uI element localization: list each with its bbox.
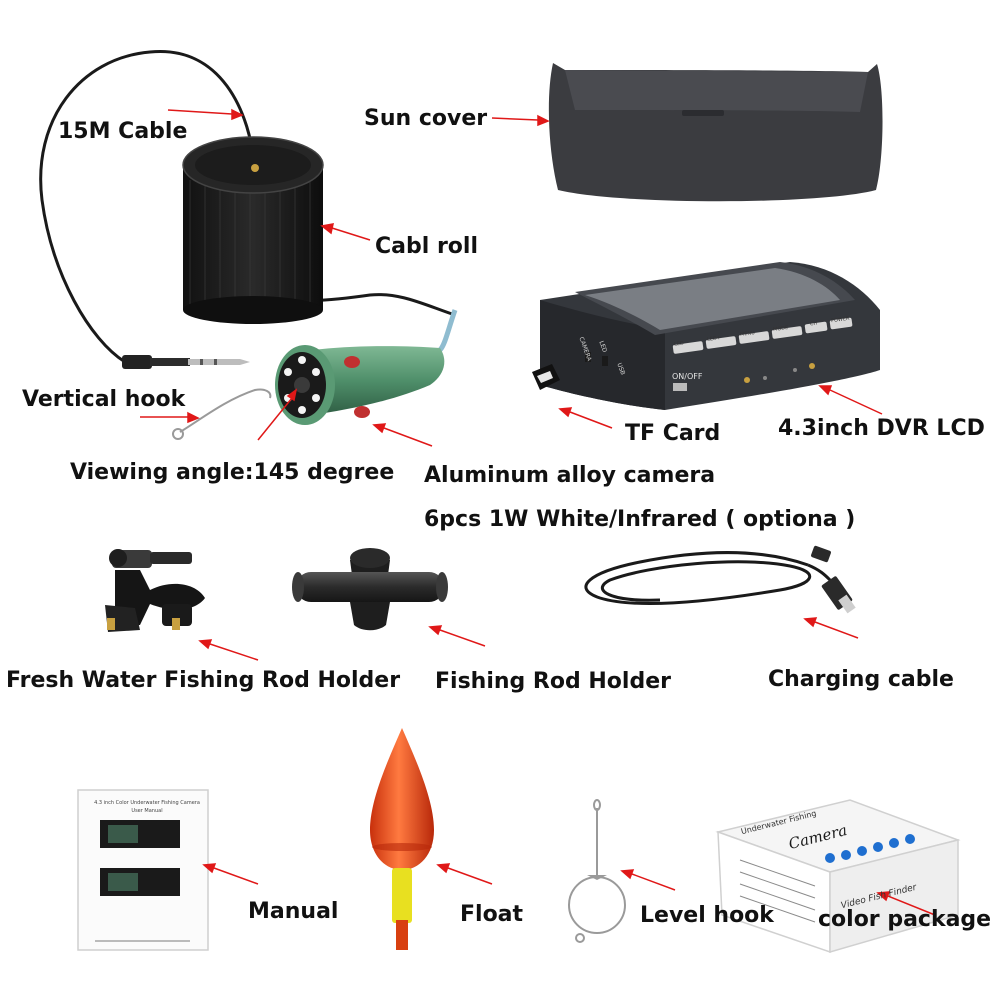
arrow-level-hook (620, 869, 676, 891)
manual-title: 4.3 inch Color Underwater Fishing Camera (94, 800, 200, 806)
arrow-manual (202, 863, 259, 885)
label-color-package: color package (818, 907, 992, 932)
arrow-dvr-lcd (818, 385, 883, 415)
monitor-icon (540, 262, 880, 410)
arrow-viewing-angle (257, 388, 298, 441)
manual-icon (77, 789, 209, 951)
label-sun-cover: Sun cover (364, 106, 488, 131)
label-vertical-hook: Vertical hook (22, 387, 186, 412)
label-level-hook: Level hook (640, 903, 774, 928)
label-cable-roll: Cabl roll (375, 234, 478, 259)
arrow-color-package (876, 891, 936, 916)
monitor-button-ch: CH (809, 320, 818, 328)
label-manual: Manual (248, 899, 339, 924)
rod-holder-clamp-icon (105, 549, 205, 632)
arrow-vertical-hook (140, 411, 200, 424)
level-hook-icon (568, 799, 626, 943)
label-leds: 6pcs 1W White/Infrared ( optiona ) (424, 507, 856, 532)
label-aluminum-camera: Aluminum alloy camera (424, 463, 716, 488)
label-fishing-rod-holder: Fishing Rod Holder (435, 669, 671, 694)
package-box-icon (715, 799, 961, 954)
sun-cover-icon (548, 63, 883, 202)
label-charging-cable: Charging cable (768, 667, 954, 692)
arrow-fresh-water-holder (198, 639, 259, 661)
camera-icon (275, 309, 458, 425)
label-dvr-lcd: 4.3inch DVR LCD (778, 416, 985, 441)
monitor-switch-label: ON/OFF (672, 372, 703, 381)
label-tf-card: TF Card (625, 421, 721, 446)
label-float: Float (460, 902, 524, 927)
arrow-15m-cable (167, 108, 244, 121)
arrow-aluminum-camera (372, 423, 433, 447)
arrow-tf-card (558, 407, 613, 429)
manual-subtitle: User Manual (131, 808, 163, 814)
label-fresh-water-holder: Fresh Water Fishing Rod Holder (6, 668, 401, 693)
float-icon (370, 728, 434, 950)
charging-cable-icon (584, 545, 856, 614)
arrow-float (436, 863, 493, 885)
cable-roll-icon (182, 136, 324, 324)
pointer-arrows (140, 108, 936, 916)
tf-card-icon (532, 364, 560, 390)
arrow-fishing-rod-holder (428, 625, 486, 647)
arrow-charging-cable (803, 617, 859, 639)
rod-holder-icon (292, 548, 448, 631)
arrow-cable-roll (320, 223, 371, 241)
arrow-sun-cover (491, 114, 550, 127)
vertical-hook-icon (172, 388, 272, 440)
label-viewing-angle: Viewing angle:145 degree (70, 460, 395, 485)
label-15m-cable: 15M Cable (58, 119, 188, 144)
